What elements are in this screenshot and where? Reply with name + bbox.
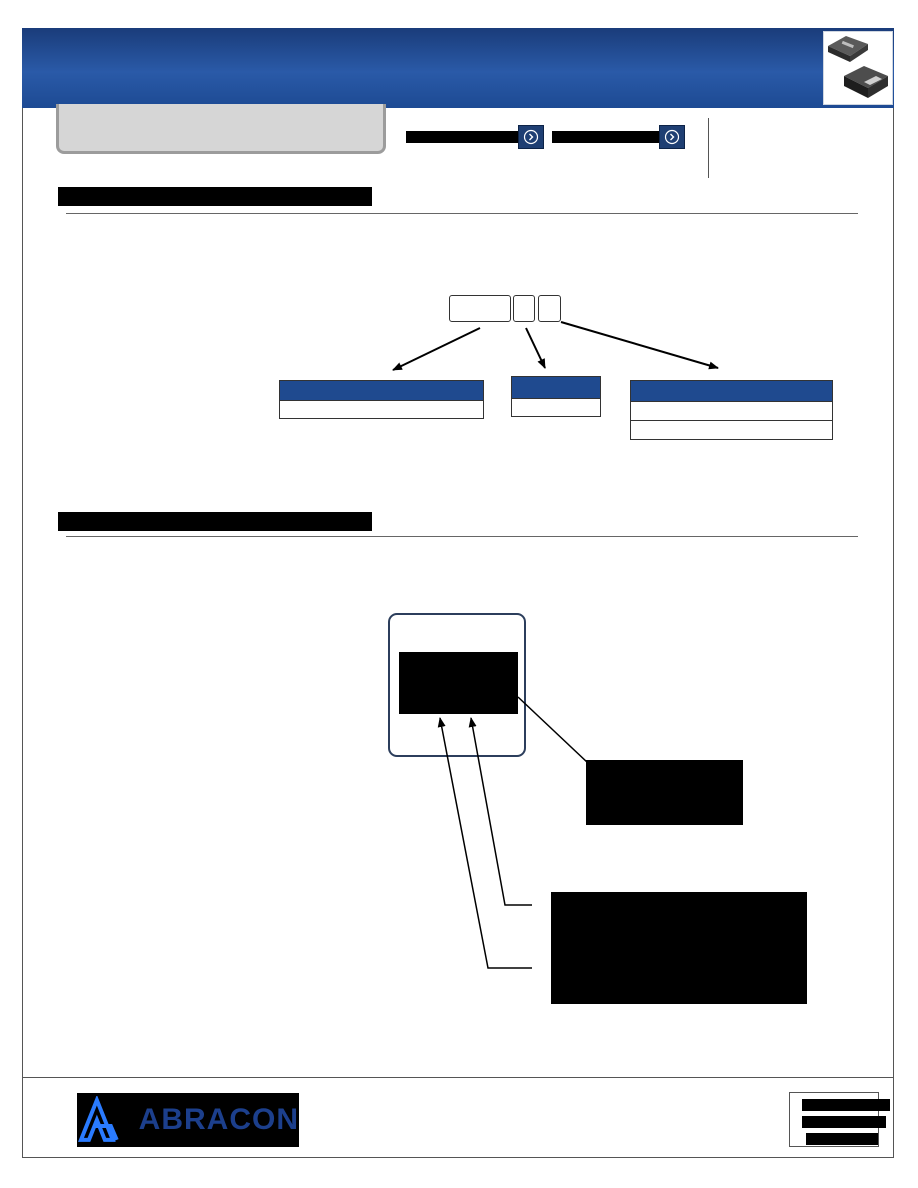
nav-button-1[interactable] [406, 124, 544, 150]
series-table [279, 380, 484, 419]
abracon-logo[interactable]: ABRACON [77, 1093, 299, 1147]
section-rule [66, 536, 858, 537]
code-table-header [512, 377, 600, 398]
option-table-row [631, 401, 832, 420]
section-heading-marking [58, 512, 372, 531]
section-heading-part-identification [58, 187, 372, 206]
revision-line-1 [802, 1099, 890, 1111]
nav-button-2[interactable] [552, 124, 685, 150]
header-divider [708, 118, 709, 178]
product-image [823, 31, 893, 105]
abracon-logo-mark-icon [78, 1096, 119, 1142]
series-table-header [280, 381, 483, 400]
chevron-right-icon [659, 125, 685, 149]
title-tab [56, 104, 386, 154]
marking-callout-1 [586, 760, 743, 825]
nav-button-1-label-bar [406, 131, 518, 143]
revision-line-3 [806, 1133, 878, 1145]
chevron-right-icon [518, 125, 544, 149]
footer-rule [22, 1077, 894, 1078]
logo-wordmark: ABRACON [138, 1103, 299, 1136]
series-table-row [280, 400, 483, 418]
nav-button-2-label-bar [552, 131, 659, 143]
option-table-header [631, 381, 832, 401]
part-number-box-code-1 [513, 295, 535, 322]
header-banner [22, 28, 894, 108]
marking-callout-2 [551, 892, 807, 1004]
part-number-box-code-2 [538, 295, 561, 322]
part-number-box-series [449, 295, 511, 322]
code-table [511, 376, 601, 417]
code-table-row [512, 398, 600, 416]
option-table [630, 380, 833, 440]
revision-line-2 [802, 1116, 886, 1128]
inductor-product-icon [828, 36, 888, 98]
component-marking-area [399, 652, 518, 714]
section-rule [66, 213, 858, 214]
option-table-row [631, 420, 832, 439]
